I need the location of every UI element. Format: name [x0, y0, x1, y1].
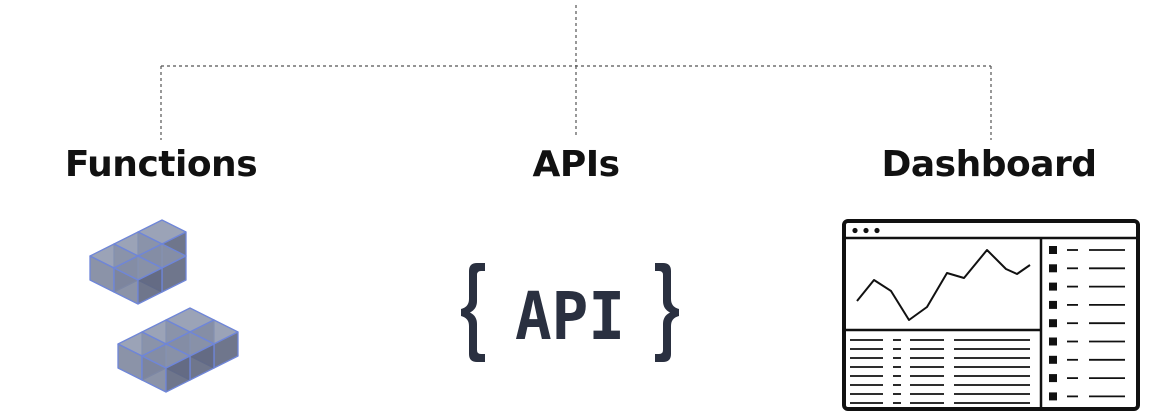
window-dot	[863, 227, 869, 234]
list-item	[1049, 355, 1125, 364]
window-dot	[874, 227, 880, 234]
list-item	[1049, 264, 1125, 273]
bullet-square	[1049, 392, 1057, 401]
bullet-square	[1049, 264, 1057, 273]
functions-label: Functions	[64, 144, 258, 185]
list-item	[1049, 282, 1125, 291]
line-chart	[856, 249, 1031, 321]
bullet-square	[1049, 300, 1057, 309]
cubes-icon	[89, 219, 239, 393]
api-icon-text: API	[515, 278, 625, 355]
list-item	[1049, 337, 1125, 346]
list-item	[1049, 300, 1125, 309]
list-item	[1049, 246, 1125, 254]
list-item	[1049, 374, 1125, 383]
list-item	[1049, 392, 1125, 401]
window-dot	[852, 227, 858, 234]
bullet-square	[1049, 355, 1057, 364]
dashboard-window-icon	[842, 219, 1140, 411]
bullet-square	[1049, 282, 1057, 291]
bullet-square	[1049, 374, 1057, 383]
bullet-square	[1049, 246, 1057, 254]
list-item	[1049, 319, 1125, 328]
bullet-square	[1049, 337, 1057, 346]
cube	[113, 255, 163, 305]
window-frame	[842, 219, 1140, 411]
cube	[141, 343, 191, 393]
api-braces-icon: API	[461, 263, 679, 362]
apis-label: APIs	[532, 144, 620, 185]
bullet-square	[1049, 319, 1057, 328]
dashboard-label: Dashboard	[881, 144, 1097, 185]
